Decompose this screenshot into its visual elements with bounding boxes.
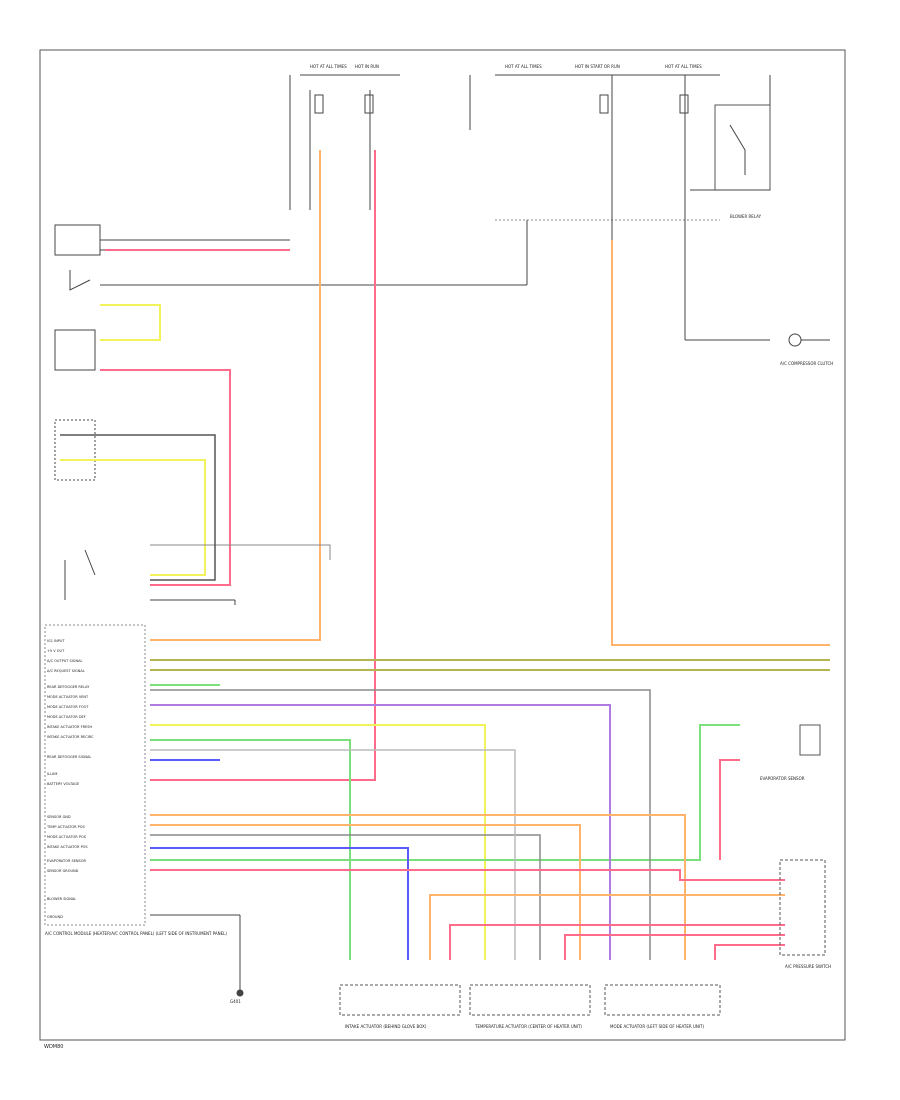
wire-red-7 — [714, 944, 785, 960]
right-component-3: A/C COMPRESSOR CLUTCH — [780, 361, 833, 366]
pin-label-17: EVAPORATOR SENSOR — [47, 859, 87, 863]
wire-black-1 — [60, 434, 216, 581]
intake-actuator — [339, 984, 461, 1016]
wire-red-1 — [150, 150, 376, 781]
pin-label-1: +5 V OUT — [47, 649, 65, 653]
bottom-actuators — [339, 724, 826, 1016]
wire-red-2 — [100, 369, 231, 586]
pin-label-19: BLOWER SIGNAL — [47, 897, 76, 901]
right-component-1: EVAPORATOR SENSOR — [760, 776, 805, 781]
pin-label-8: INTAKE ACTUATOR FRESH — [47, 725, 92, 729]
fuse-label-3: HOT AT ALL TIMES — [505, 64, 542, 69]
ground-symbol: G401 — [150, 914, 244, 1004]
wire-orange-1 — [150, 150, 321, 641]
pin-label-18: SENSOR GROUND — [47, 869, 79, 873]
top-fuse-area — [289, 74, 830, 347]
top-labels: HOT AT ALL TIMES HOT IN RUN HOT AT ALL T… — [310, 64, 833, 366]
bottom-component-3: MODE ACTUATOR (LEFT SIDE OF HEATER UNIT) — [610, 1024, 704, 1029]
left-switch-area — [54, 224, 527, 605]
temperature-actuator — [469, 984, 591, 1016]
relay-label-1: BLOWER RELAY — [730, 214, 762, 219]
pin-label-6: MODE ACTUATOR FOOT — [47, 705, 89, 709]
fuse-label-2: HOT IN RUN — [355, 64, 379, 69]
colored-wires — [60, 150, 830, 960]
wire-red-6 — [564, 934, 785, 960]
wire-orange-5 — [429, 894, 785, 960]
wire-yellow-2 — [60, 459, 206, 576]
ground-label: G401 — [230, 999, 241, 1004]
wire-purple — [150, 704, 611, 960]
right-component-2: A/C PRESSURE SWITCH — [785, 964, 831, 969]
wire-gray-2 — [150, 834, 541, 960]
wire-red-4 — [150, 869, 785, 881]
wire-red-5 — [449, 924, 785, 960]
pin-label-10: REAR DEFOGGER SIGNAL — [47, 755, 91, 759]
pin-label-14: TEMP ACTUATOR POS — [46, 825, 85, 829]
pin-label-2: A/C OUTPUT SIGNAL — [47, 659, 82, 663]
pressure-switch — [799, 724, 821, 756]
pin-label-16: INTAKE ACTUATOR POS — [47, 845, 88, 849]
pin-label-0: IG1 INPUT — [47, 639, 65, 643]
pin-label-9: INTAKE ACTUATOR RECIRC — [47, 735, 94, 739]
pin-label-20: GROUND — [47, 915, 63, 919]
page-code: WDM80 — [44, 1044, 63, 1050]
ecu-pin-block: IG1 INPUT +5 V OUT A/C OUTPUT SIGNAL A/C… — [44, 624, 227, 936]
pin-label-7: MODE ACTUATOR DEF — [47, 715, 86, 719]
wire-gray-3 — [150, 749, 516, 960]
fuse-label-5: HOT AT ALL TIMES — [665, 64, 702, 69]
pin-label-4: REAR DEFOGGER RELAY — [47, 685, 90, 689]
wire-orange-3 — [150, 814, 686, 960]
wire-red-8 — [719, 759, 740, 860]
evaporator-connector — [779, 859, 826, 956]
ecu-label: A/C CONTROL MODULE (HEATER/A/C CONTROL P… — [45, 931, 227, 936]
pin-label-3: A/C REQUEST SIGNAL — [47, 669, 85, 673]
pin-label-12: BATTERY VOLTAGE — [47, 782, 79, 786]
bottom-component-1: INTAKE ACTUATOR (BEHIND GLOVE BOX) — [345, 1024, 427, 1029]
pin-label-13: SENSOR GND — [47, 815, 71, 819]
wire-orange-2 — [611, 240, 830, 646]
pin-label-11: ILLUM — [47, 772, 57, 776]
fuse-label-1: HOT AT ALL TIMES — [310, 64, 347, 69]
wire-blue-2 — [150, 847, 409, 960]
wire-orange-4 — [150, 824, 581, 960]
mode-actuator — [604, 984, 721, 1016]
wire-green-3 — [150, 724, 740, 861]
diagram-frame — [39, 49, 846, 1041]
bottom-labels: INTAKE ACTUATOR (BEHIND GLOVE BOX) TEMPE… — [345, 776, 831, 1029]
wire-green-2 — [150, 739, 351, 960]
wire-gray-4 — [150, 544, 331, 560]
wire-yellow-1 — [100, 304, 161, 341]
pin-label-5: MODE ACTUATOR VENT — [47, 695, 89, 699]
wire-yellow-3 — [150, 724, 486, 960]
bottom-component-2: TEMPERATURE ACTUATOR (CENTER OF HEATER U… — [474, 1024, 582, 1029]
pin-label-15: MODE ACTUATOR POS — [47, 835, 87, 839]
fuse-label-4: HOT IN START OR RUN — [575, 64, 620, 69]
